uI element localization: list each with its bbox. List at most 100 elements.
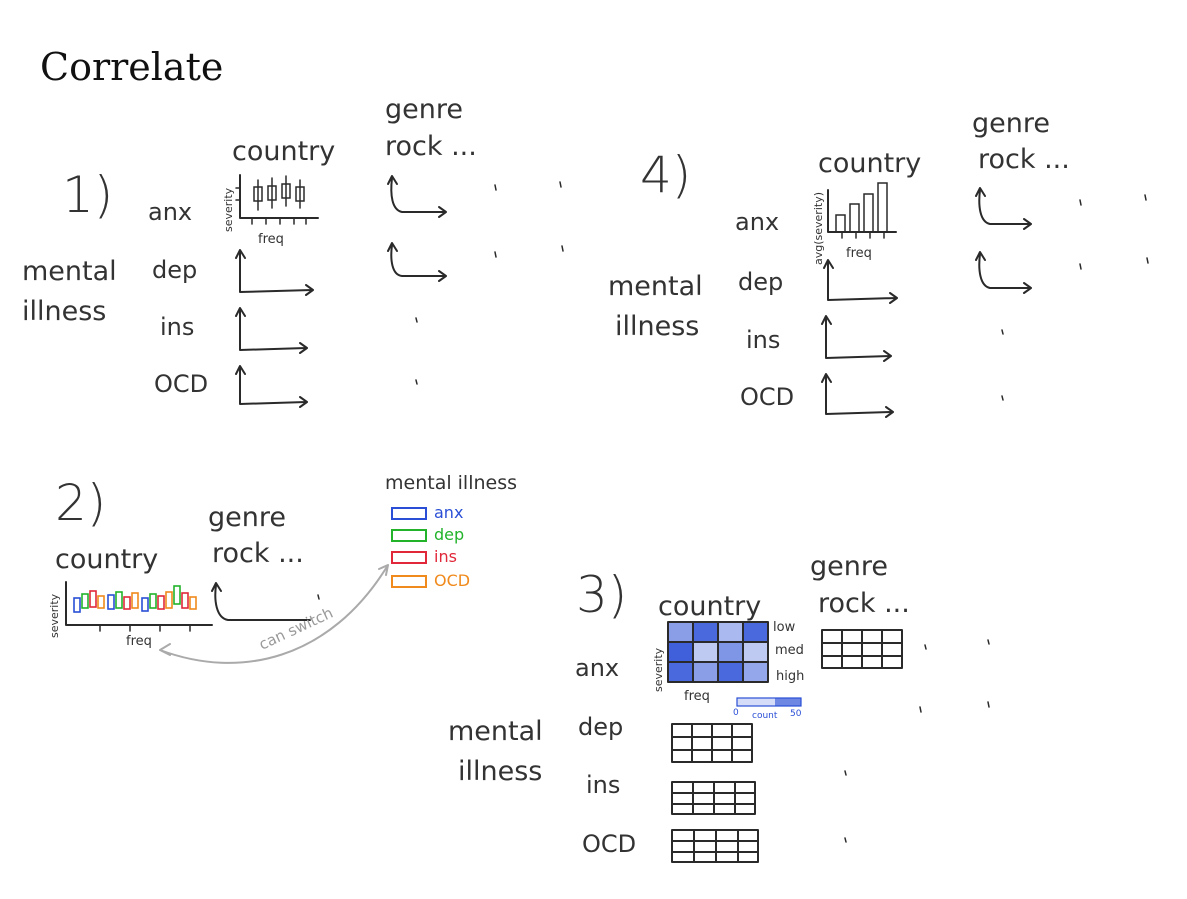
section-3-row-anx: anx bbox=[575, 654, 619, 682]
section-4-col-rock: rock ... bbox=[978, 144, 1070, 175]
section-1-group-label-1: mental bbox=[22, 256, 117, 287]
section-1-x-axis: freq bbox=[258, 232, 284, 247]
legend-label-anx: anx bbox=[434, 503, 463, 522]
section-2-box-dep-4 bbox=[173, 585, 181, 605]
grid-anx-genre bbox=[821, 629, 903, 669]
section-2-box-ocd-2 bbox=[131, 592, 139, 609]
section-4-bar-4 bbox=[877, 182, 888, 233]
page-title: Correlate bbox=[40, 45, 223, 89]
section-3-col-rock: rock ... bbox=[818, 588, 910, 619]
section-2-box-anx-2 bbox=[107, 594, 115, 610]
legend-swatch-anx bbox=[391, 507, 427, 520]
section-1-row-ins: ins bbox=[160, 313, 194, 341]
section-3-col-genre: genre bbox=[810, 551, 888, 582]
section-4-axis-dep-country bbox=[823, 259, 898, 304]
section-3-y-axis: severity bbox=[652, 647, 665, 692]
scale-max: 50 bbox=[790, 709, 802, 719]
section-4-bar-2 bbox=[849, 203, 860, 233]
grid-dep-country bbox=[671, 723, 753, 763]
heat-cell-0-0 bbox=[668, 622, 693, 642]
section-3-heatmap: severity freq low med high 0 count 50 bbox=[652, 620, 804, 721]
heat-cell-0-1 bbox=[693, 622, 718, 642]
heat-cell-1-0 bbox=[668, 642, 693, 662]
heat-cell-2-2 bbox=[718, 662, 743, 682]
section-3-number: 3) bbox=[576, 566, 627, 624]
legend-label-ins: ins bbox=[434, 547, 457, 566]
section-4-group-label-2: illness bbox=[615, 311, 699, 342]
can-switch-annotation: can switch bbox=[256, 604, 336, 654]
section-2-legend: mental illness anx dep ins OCD bbox=[385, 472, 517, 590]
section-2-x-axis: freq bbox=[126, 634, 152, 649]
section-3-col-country: country bbox=[658, 591, 761, 622]
section-2-number: 2) bbox=[55, 474, 106, 532]
section-2-col-genre: genre bbox=[208, 502, 286, 533]
section-4-barchart: avg(severity) freq bbox=[812, 182, 897, 265]
section-4-row-anx: anx bbox=[735, 208, 779, 236]
heat-level-high: high bbox=[776, 669, 804, 684]
heat-cell-2-3 bbox=[743, 662, 768, 682]
section-2-axis-genre bbox=[211, 582, 311, 621]
section-4: 4) country genre rock ... mental illness… bbox=[608, 108, 1149, 418]
section-1-dots bbox=[415, 181, 564, 385]
section-4-dots bbox=[1001, 194, 1149, 401]
section-2-col-country: country bbox=[55, 544, 158, 575]
heat-cell-1-1 bbox=[693, 642, 718, 662]
section-4-axis-ocd-country bbox=[821, 373, 894, 418]
heat-cell-1-2 bbox=[718, 642, 743, 662]
section-2-box-ins-4 bbox=[181, 592, 189, 609]
legend-swatch-ins bbox=[391, 551, 427, 564]
section-2-box-ins-2 bbox=[123, 596, 131, 610]
section-1-axis-dep-genre bbox=[387, 242, 447, 282]
section-4-x-axis: freq bbox=[846, 246, 872, 261]
section-2-box-ocd-1 bbox=[97, 595, 105, 609]
section-2-box-anx-3 bbox=[141, 597, 149, 612]
section-1-row-dep: dep bbox=[152, 256, 197, 284]
section-1-box-4 bbox=[295, 179, 305, 209]
grid-ins-country bbox=[671, 781, 756, 815]
legend-swatch-dep bbox=[391, 529, 427, 542]
section-3-dots bbox=[844, 639, 990, 843]
section-4-group-label-1: mental bbox=[608, 271, 703, 302]
grid-ocd-country bbox=[671, 829, 759, 863]
section-3-row-ins: ins bbox=[586, 771, 620, 799]
section-3-row-ocd: OCD bbox=[582, 830, 636, 858]
section-1-number: 1) bbox=[62, 166, 113, 224]
section-2-box-anx-1 bbox=[73, 597, 81, 613]
section-1-row-anx: anx bbox=[148, 198, 192, 226]
section-4-row-ocd: OCD bbox=[740, 383, 794, 411]
legend-label-dep: dep bbox=[434, 525, 464, 544]
section-1-row-ocd: OCD bbox=[154, 370, 208, 398]
section-2-box-ins-3 bbox=[157, 595, 165, 610]
section-3-group-label-1: mental bbox=[448, 716, 543, 747]
section-3-group-label-2: illness bbox=[458, 756, 542, 787]
section-1-col-rock: rock ... bbox=[385, 131, 477, 162]
section-2-box-ins-1 bbox=[89, 590, 97, 608]
section-4-axis-dep-genre bbox=[975, 251, 1032, 294]
section-1-box-1 bbox=[253, 179, 263, 211]
legend-swatch-ocd bbox=[391, 575, 427, 588]
can-switch-arrow bbox=[159, 564, 389, 664]
section-1-col-genre: genre bbox=[385, 94, 463, 125]
legend-label-ocd: OCD bbox=[434, 571, 470, 590]
heat-cell-1-3 bbox=[743, 642, 768, 662]
heat-level-low: low bbox=[773, 620, 796, 635]
section-2-box-ocd-4 bbox=[189, 596, 197, 610]
section-1-axis-anx-genre bbox=[387, 175, 447, 218]
legend-title: mental illness bbox=[385, 472, 517, 494]
heat-cell-0-2 bbox=[718, 622, 743, 642]
section-3-x-axis: freq bbox=[684, 689, 710, 704]
section-4-axis-ins-country bbox=[821, 315, 892, 362]
section-1-y-axis: severity bbox=[222, 187, 235, 232]
section-4-y-axis: avg(severity) bbox=[812, 192, 825, 265]
heat-cell-2-1 bbox=[693, 662, 718, 682]
section-4-bar-3 bbox=[863, 193, 874, 233]
section-4-row-dep: dep bbox=[738, 268, 783, 296]
section-1-box-2 bbox=[267, 177, 277, 209]
section-1-axis-dep-country bbox=[235, 249, 314, 296]
section-4-bar-1 bbox=[835, 214, 846, 233]
scale-label: count bbox=[752, 711, 778, 721]
section-4-number: 4) bbox=[640, 146, 691, 204]
section-1-boxplot: severity freq bbox=[222, 174, 319, 247]
